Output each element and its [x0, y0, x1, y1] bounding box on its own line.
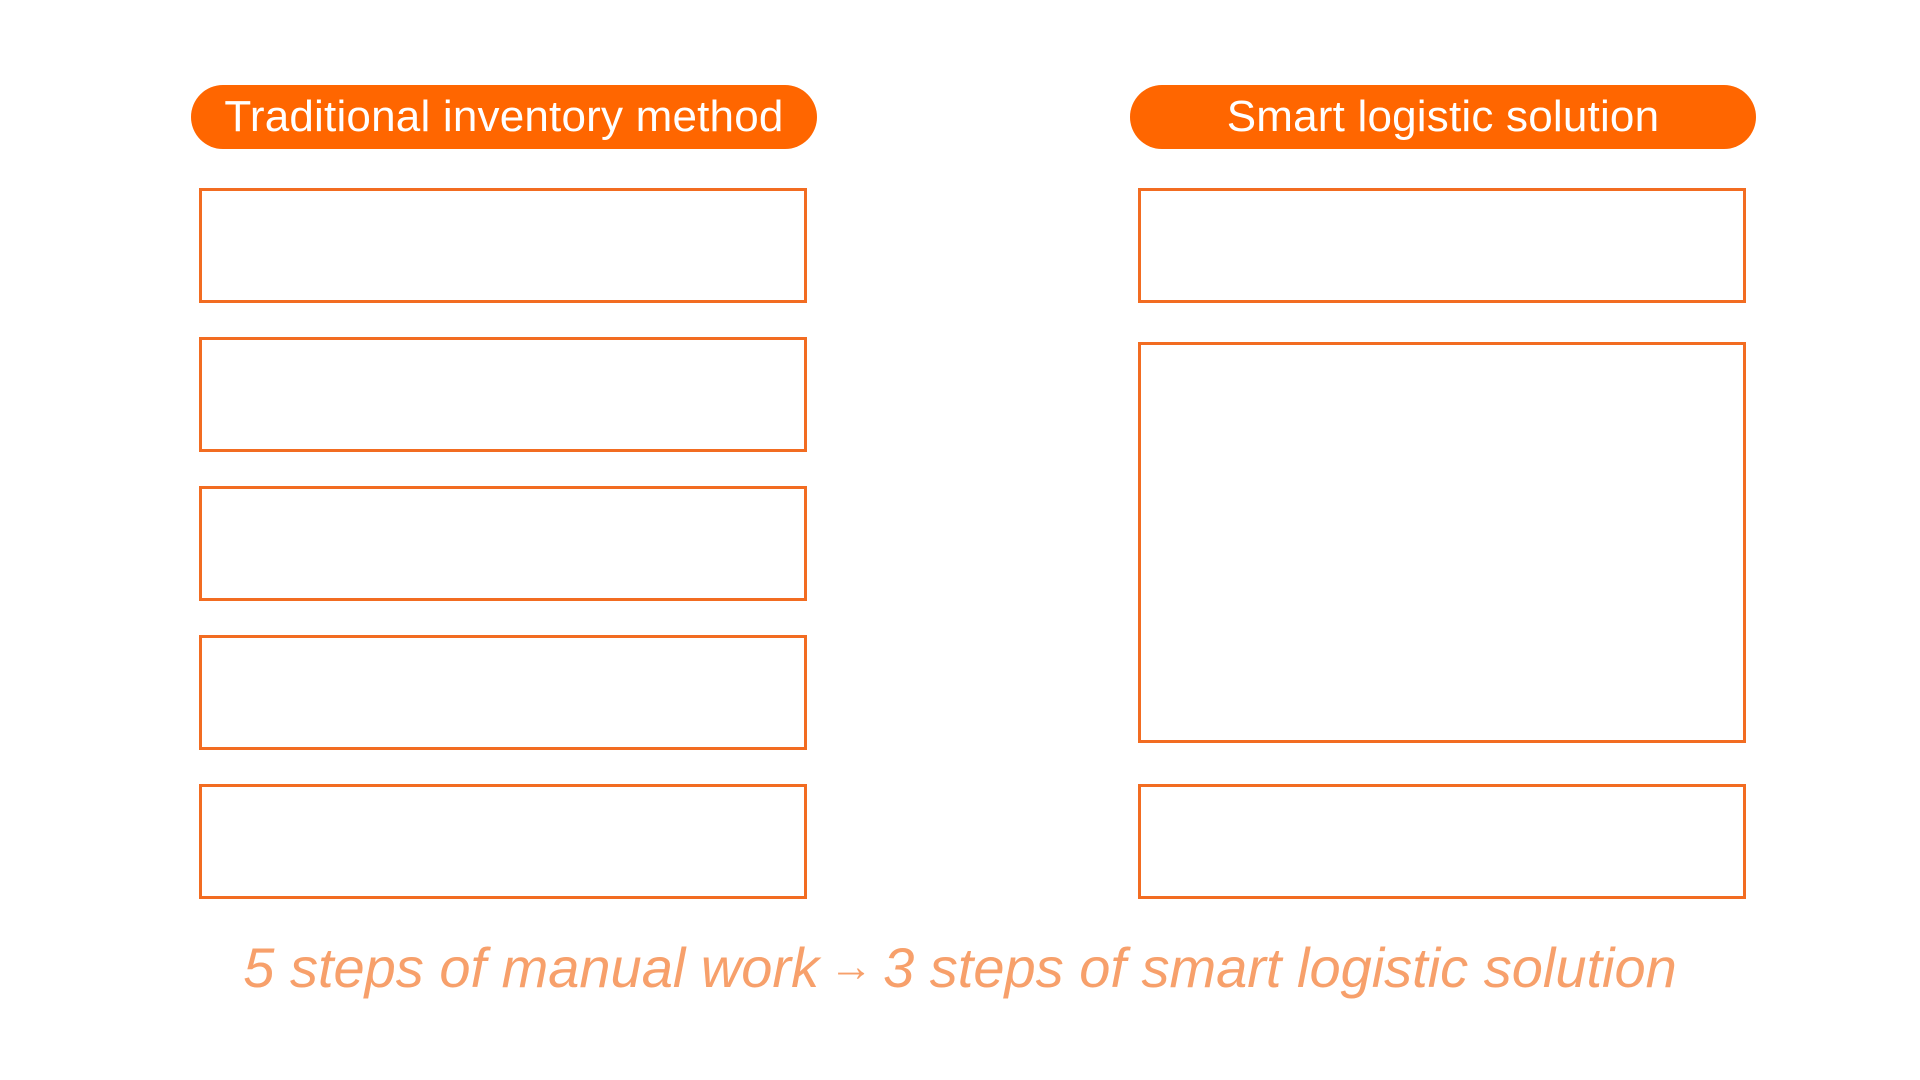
smart-solution-header: Smart logistic solution — [1130, 85, 1756, 149]
traditional-step-box-5 — [199, 784, 807, 899]
traditional-step-box-4 — [199, 635, 807, 750]
summary-caption: 5 steps of manual work→3 steps of smart … — [0, 935, 1920, 1000]
traditional-step-box-1 — [199, 188, 807, 303]
traditional-step-box-2 — [199, 337, 807, 452]
right-arrow-icon: → — [829, 942, 874, 991]
caption-before: 5 steps of manual work — [243, 936, 820, 999]
traditional-step-box-3 — [199, 486, 807, 601]
smart-step-box-1 — [1138, 188, 1746, 303]
traditional-method-header: Traditional inventory method — [191, 85, 817, 149]
smart-step-box-2 — [1138, 342, 1746, 743]
smart-step-box-3 — [1138, 784, 1746, 899]
caption-after: 3 steps of smart logistic solution — [883, 936, 1677, 999]
